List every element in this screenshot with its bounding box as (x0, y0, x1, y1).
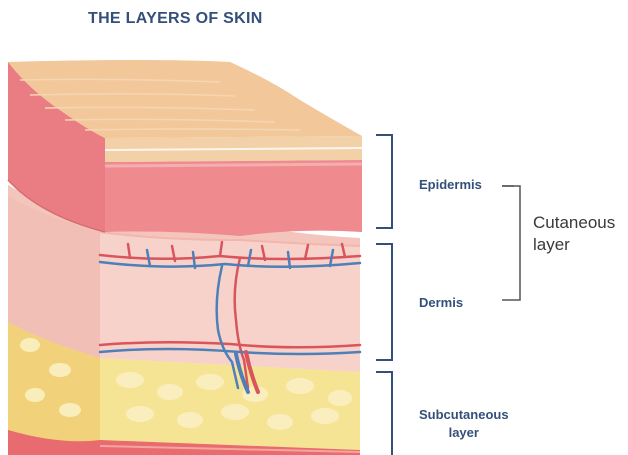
epidermis-front (105, 160, 362, 236)
label-epidermis: Epidermis (419, 177, 482, 192)
label-dermis: Dermis (419, 295, 463, 310)
bracket-cutaneous (502, 186, 520, 300)
label-subcutaneous: Subcutaneous layer (419, 406, 509, 442)
bracket-dermis (376, 244, 392, 360)
label-cutaneous-line1: Cutaneous (533, 212, 615, 234)
label-cutaneous-line2: layer (533, 234, 615, 256)
label-cutaneous: Cutaneous layer (533, 212, 615, 256)
bracket-epidermis (376, 135, 392, 228)
epidermis-block (8, 60, 362, 236)
label-subcutaneous-line1: Subcutaneous (419, 406, 509, 424)
label-subcutaneous-line2: layer (419, 424, 509, 442)
bracket-subcutaneous (376, 372, 392, 455)
